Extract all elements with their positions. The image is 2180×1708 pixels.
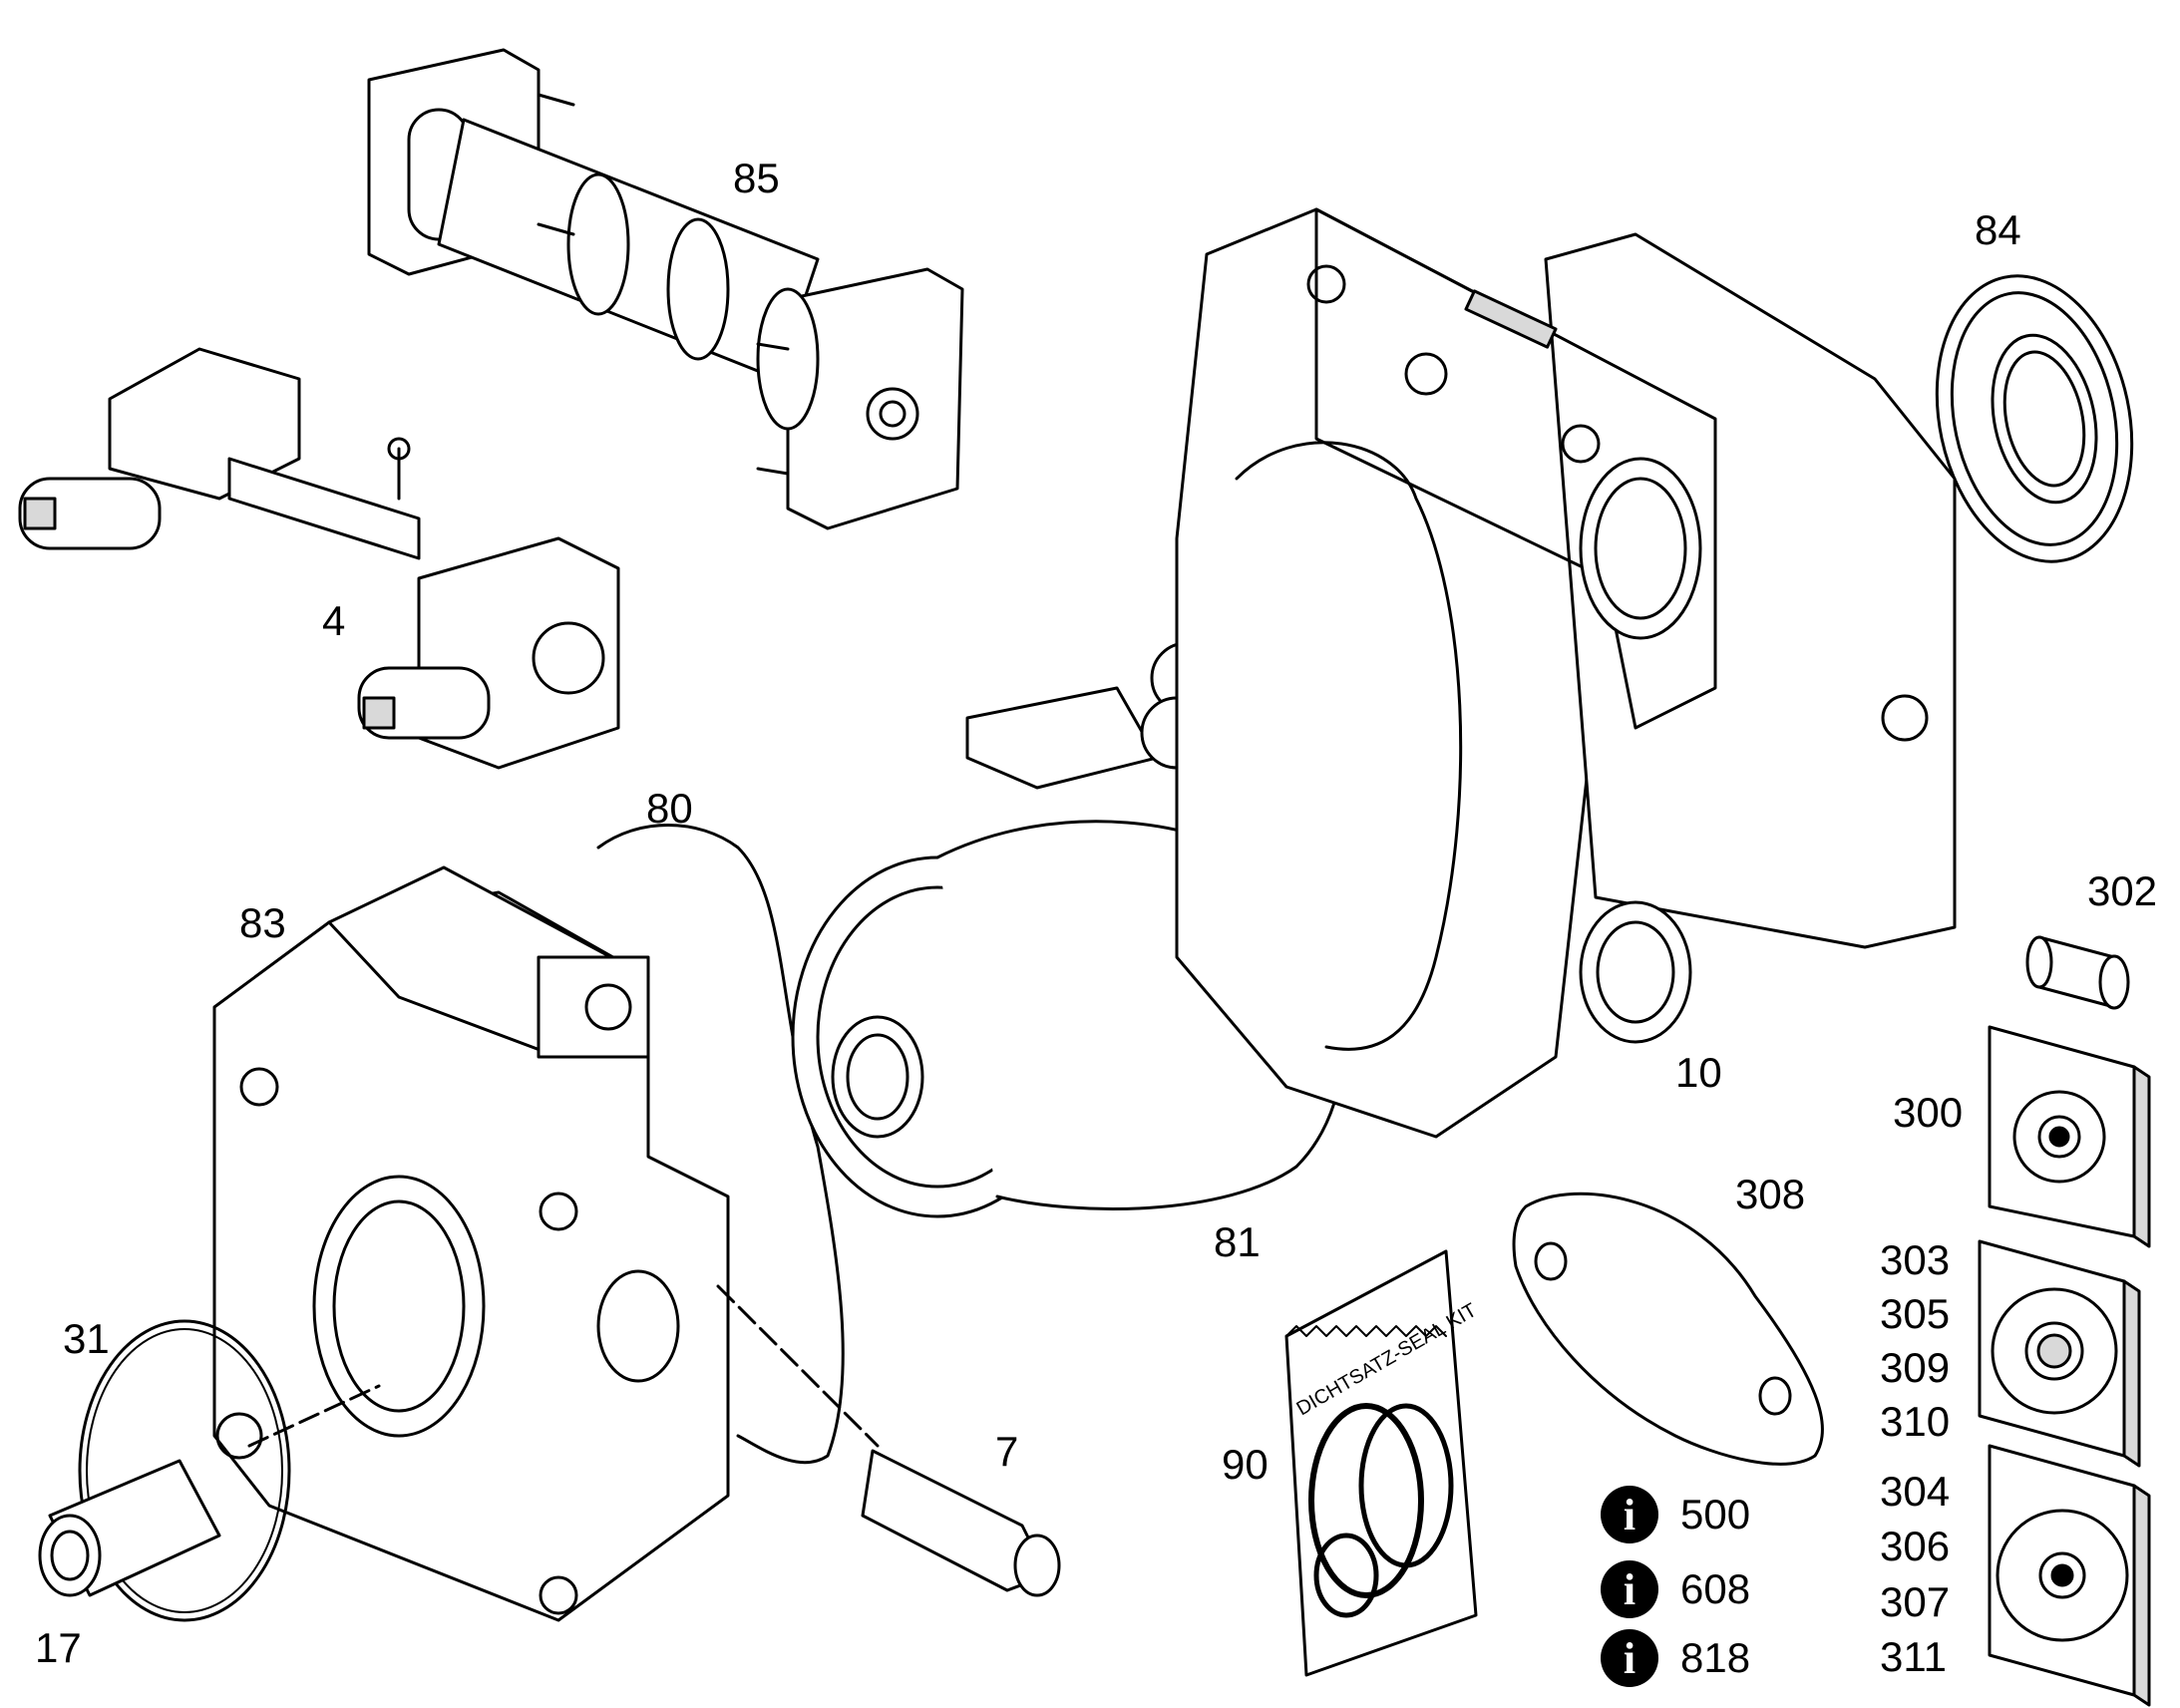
part-10-pump-housing[interactable]: [1175, 207, 1957, 1139]
info-item-500[interactable]: i 500: [1601, 1484, 1750, 1545]
callout-83[interactable]: 83: [239, 899, 286, 946]
part-84-seal-ring[interactable]: [1912, 257, 2157, 579]
part-83-port-plate[interactable]: [212, 865, 730, 1622]
callout-311[interactable]: 311: [1880, 1633, 1947, 1680]
part-308-cover[interactable]: [1512, 1192, 1824, 1466]
info-item-818[interactable]: i 818: [1601, 1627, 1750, 1689]
part-4-valve-assembly[interactable]: [18, 347, 620, 770]
callout-4[interactable]: 4: [322, 597, 346, 644]
part-302-fitting[interactable]: [2025, 935, 2130, 1010]
info-icon: i: [1601, 1486, 1658, 1543]
callout-309[interactable]: 309: [1880, 1344, 1951, 1391]
callout-81[interactable]: 81: [1214, 1218, 1261, 1265]
info-icon: i: [1601, 1560, 1658, 1618]
callout-308[interactable]: 308: [1735, 1171, 1806, 1217]
callout-303[interactable]: 303: [1880, 1236, 1951, 1283]
callout-305[interactable]: 305: [1880, 1290, 1951, 1337]
callout-85[interactable]: 85: [733, 155, 780, 201]
callout-7[interactable]: 7: [995, 1428, 1019, 1475]
info-item-608[interactable]: i 608: [1601, 1558, 1750, 1620]
callout-84[interactable]: 84: [1975, 206, 2021, 253]
part-300-cover-plate[interactable]: [1988, 1025, 2151, 1248]
callout-17[interactable]: 17: [35, 1624, 82, 1671]
part-90-seal-kit-bag[interactable]: DICHTSATZ-SEAL KIT: [1284, 1249, 1481, 1677]
callout-304[interactable]: 304: [1880, 1468, 1951, 1515]
callout-31[interactable]: 31: [63, 1315, 110, 1362]
part-80-gasket[interactable]: [596, 824, 845, 1465]
callout-80[interactable]: 80: [646, 785, 693, 832]
callout-302[interactable]: 302: [2087, 867, 2158, 914]
callout-90[interactable]: 90: [1222, 1441, 1269, 1488]
info-number: 818: [1680, 1634, 1751, 1681]
part-7-cartridge[interactable]: [716, 1284, 1061, 1597]
part-304-cover-plate[interactable]: [1988, 1444, 2151, 1707]
info-number: 500: [1680, 1491, 1751, 1537]
callout-10[interactable]: 10: [1675, 1049, 1722, 1096]
callout-307[interactable]: 307: [1880, 1578, 1951, 1625]
info-icon: i: [1601, 1629, 1658, 1687]
part-303-cover-plate[interactable]: [1978, 1239, 2141, 1468]
info-number: 608: [1680, 1565, 1751, 1612]
callout-306[interactable]: 306: [1880, 1523, 1951, 1569]
part-85-shaft-assembly[interactable]: [367, 48, 964, 530]
part-31-17-shaft-oring[interactable]: [38, 1319, 381, 1622]
callout-300[interactable]: 300: [1893, 1089, 1964, 1136]
callout-310[interactable]: 310: [1880, 1398, 1951, 1445]
